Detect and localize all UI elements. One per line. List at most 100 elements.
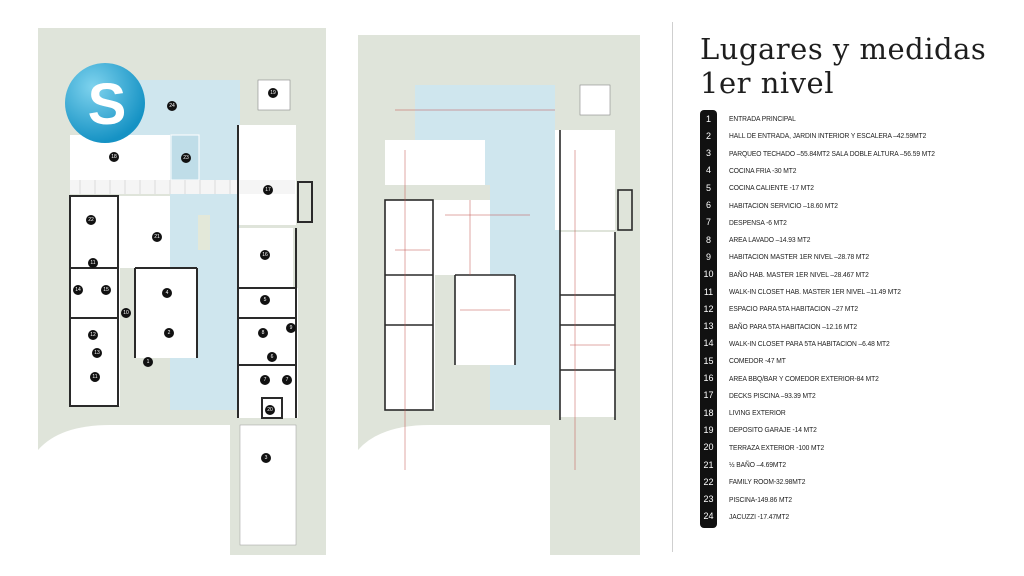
legend-number: 16 <box>703 373 714 383</box>
room-marker: 8 <box>258 328 268 338</box>
legend-number: 9 <box>705 251 711 262</box>
legend-item: 7 DESPENSA -6 MT2 <box>700 214 795 231</box>
legend-item: 20 TERRAZA EXTERIOR -100 MT2 <box>700 439 837 456</box>
room-marker: 16 <box>260 250 270 260</box>
legend-label: TERRAZA EXTERIOR -100 MT2 <box>729 442 825 452</box>
legend-number: 19 <box>703 424 714 435</box>
legend-item: 19 DEPOSITO GARAJE -14 MT2 <box>700 421 829 438</box>
room-marker: 4 <box>162 288 172 298</box>
svg-text:S: S <box>88 72 127 137</box>
legend-item: 23 PISCINA-149.86 MT2 <box>700 491 801 508</box>
legend-number-bar <box>700 110 717 528</box>
legend-item: 14 WALK-IN CLOSET PARA 5TA HABITACION –6.… <box>700 335 912 352</box>
legend-item: 17 DECKS PISCINA –93.39 MT2 <box>700 387 827 404</box>
legend-label: DEPOSITO GARAJE -14 MT2 <box>729 425 817 435</box>
legend-number: 22 <box>703 476 714 487</box>
legend-item: 9 HABITACION MASTER 1ER NIVEL –28.78 MT2 <box>700 248 888 265</box>
legend-label: HABITACION SERVICIO –18.60 MT2 <box>729 200 838 210</box>
room-marker: 7 <box>282 375 292 385</box>
floor-plan-dimensioned <box>358 35 640 555</box>
legend-number: 2 <box>705 130 711 141</box>
legend-item: 11 WALK-IN CLOSET HAB. MASTER 1ER NIVEL –… <box>700 283 924 300</box>
legend-number: 6 <box>705 200 711 210</box>
room-marker: 19 <box>268 88 278 98</box>
room-marker: 13 <box>92 348 102 358</box>
legend-number: 4 <box>705 165 711 176</box>
legend-label: ½ BAÑO –4.69MT2 <box>729 460 786 469</box>
legend-label: DECKS PISCINA –93.39 MT2 <box>729 390 816 400</box>
legend-label: ESPACIO PARA 5TA HABITACION –27 MT2 <box>729 304 859 314</box>
legend-item: 6 HABITACION SERVICIO –18.60 MT2 <box>700 197 853 214</box>
legend-number: 15 <box>703 355 714 366</box>
room-marker: 6 <box>267 352 277 362</box>
legend-item: 2 HALL DE ENTRADA, JARDIN INTERIOR Y ESCA… <box>700 127 953 144</box>
floor-plan-furnished <box>38 28 326 555</box>
legend-item: 21 ½ BAÑO –4.69MT2 <box>700 456 794 473</box>
legend-item: 4 COCINA FRIA -30 MT2 <box>700 162 806 179</box>
room-marker: 15 <box>101 285 111 295</box>
legend-number: 10 <box>703 269 714 280</box>
legend-item: 18 LIVING EXTERIOR <box>700 404 793 421</box>
room-marker: 17 <box>263 185 273 195</box>
legend-label: AREA BBQ/BAR Y COMEDOR EXTERIOR-84 MT2 <box>729 373 879 383</box>
room-marker: 12 <box>88 330 98 340</box>
legend-label: FAMILY ROOM-32.98MT2 <box>729 477 806 487</box>
legend-label: COCINA FRIA -30 MT2 <box>729 165 797 175</box>
room-marker: 7 <box>260 375 270 385</box>
legend-number: 21 <box>703 459 714 470</box>
room-marker: 23 <box>181 153 191 163</box>
legend-label: COCINA CALIENTE -17 MT2 <box>729 183 814 193</box>
legend-item: 22 FAMILY ROOM-32.98MT2 <box>700 473 816 490</box>
legend-label: DESPENSA -6 MT2 <box>729 217 787 227</box>
room-marker: 20 <box>265 405 275 415</box>
legend-item: 12 ESPACIO PARA 5TA HABITACION –27 MT2 <box>700 300 876 317</box>
legend-label: JACUZZI -17.47MT2 <box>729 511 790 521</box>
title-line-1: Lugares y medidas <box>700 32 987 66</box>
legend-number: 18 <box>703 407 714 418</box>
legend-number: 17 <box>703 390 714 401</box>
legend-number: 7 <box>705 217 711 228</box>
legend-item: 10 BAÑO HAB. MASTER 1ER NIVEL –28.467 MT2 <box>700 266 888 283</box>
legend-number: 24 <box>703 511 714 522</box>
legend-item: 15 COMEDOR -47 MT <box>700 352 793 369</box>
legend-label: HABITACION MASTER 1ER NIVEL –28.78 MT2 <box>729 252 870 262</box>
room-marker: 11 <box>90 372 100 382</box>
legend-item: 13 BAÑO PARA 5TA HABITACION –12.16 MT2 <box>700 318 874 335</box>
divider <box>672 22 673 552</box>
legend-label: BAÑO PARA 5TA HABITACION –12.16 MT2 <box>729 321 858 331</box>
legend-label: COMEDOR -47 MT <box>729 356 786 366</box>
legend-item: 24 JACUZZI -17.47MT2 <box>700 508 797 525</box>
room-marker: 14 <box>73 285 83 295</box>
legend-item: 8 AREA LAVADO –14.93 MT2 <box>700 231 821 248</box>
legend-label: PISCINA-149.86 MT2 <box>729 494 793 504</box>
room-marker: 24 <box>167 101 177 111</box>
legend-number: 3 <box>705 148 711 159</box>
room-marker: 9 <box>286 323 296 333</box>
room-marker: 18 <box>109 152 119 162</box>
legend-number: 11 <box>703 286 714 297</box>
room-marker: 11 <box>88 258 98 268</box>
legend-number: 8 <box>705 234 711 245</box>
legend-number: 12 <box>703 303 714 314</box>
legend-label: HALL DE ENTRADA, JARDIN INTERIOR Y ESCAL… <box>729 131 927 141</box>
legend-label: BAÑO HAB. MASTER 1ER NIVEL –28.467 MT2 <box>729 269 869 279</box>
legend-number: 13 <box>703 321 714 332</box>
legend-number: 23 <box>703 494 714 505</box>
room-marker: 1 <box>143 357 153 367</box>
title-line-2: 1er nivel <box>700 66 834 100</box>
page-title: Lugares y medidas 1er nivel <box>700 32 986 100</box>
legend-number: 14 <box>703 338 714 349</box>
legend-label: WALK-IN CLOSET HAB. MASTER 1ER NIVEL –11… <box>729 287 901 296</box>
legend-item: 16 AREA BBQ/BAR Y COMEDOR EXTERIOR-84 MT2 <box>700 370 899 387</box>
room-marker: 22 <box>86 215 96 225</box>
room-marker: 3 <box>261 453 271 463</box>
legend-label: WALK-IN CLOSET PARA 5TA HABITACION –6.48… <box>729 338 890 348</box>
legend-number: 20 <box>703 442 714 453</box>
legend-label: ENTRADA PRINCIPAL <box>729 114 796 123</box>
legend-number: 5 <box>705 182 711 193</box>
legend-label: AREA LAVADO –14.93 MT2 <box>729 235 811 245</box>
legend-label: LIVING EXTERIOR <box>729 408 786 418</box>
room-marker: 2 <box>164 328 174 338</box>
